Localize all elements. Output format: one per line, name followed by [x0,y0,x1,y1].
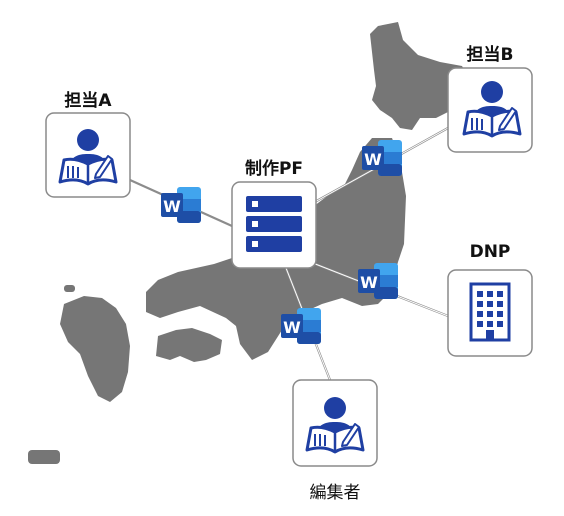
platform-label: 制作PF [244,159,304,179]
office-building-icon [469,282,511,342]
server-icon [246,196,302,252]
node-platform [231,181,317,269]
node-editor [292,379,378,467]
editor-label: 編集者 [309,483,361,503]
tantou-b-label: 担当B [466,45,514,65]
node-tantou-a [45,112,131,198]
node-tantou-b [447,67,533,153]
dnp-label: DNP [469,242,511,262]
tantou-a-label: 担当A [64,91,112,111]
microsoft-word-icon [161,187,201,223]
node-dnp [447,269,533,357]
